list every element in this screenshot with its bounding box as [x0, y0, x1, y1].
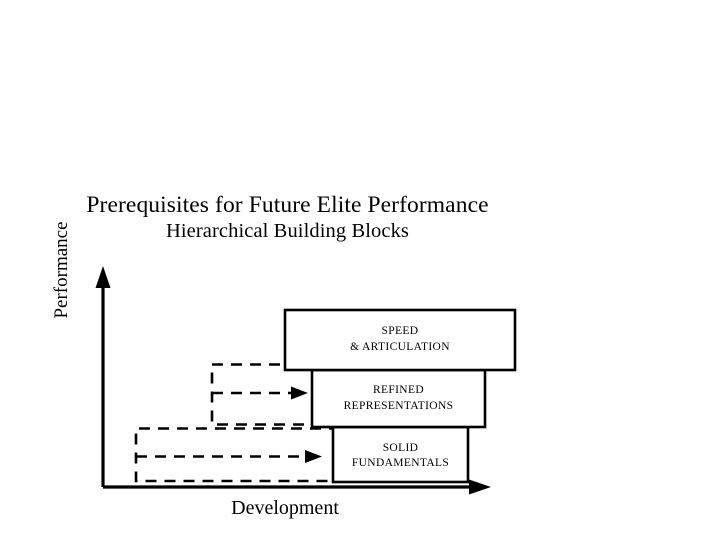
x-axis-label: Development — [231, 497, 339, 519]
block-solid-fundamentals-line-1: SOLID — [383, 442, 419, 454]
block-speed-articulation-line-2: & ARTICULATION — [350, 341, 450, 353]
x-axis — [103, 479, 491, 495]
title-line-secondary: Hierarchical Building Blocks — [165, 220, 410, 242]
up-arrow-icon — [95, 266, 111, 288]
block-refined-representations-box[interactable] — [310, 368, 487, 429]
block-refined-representations-line-2: REPRESENTATIONS — [344, 400, 454, 412]
block-speed-articulation[interactable]: SPEED & ARTICULATION — [283, 308, 517, 372]
block-refined-representations[interactable]: REFINED REPRESENTATIONS — [310, 368, 487, 429]
block-refined-representations-line-1: REFINED — [373, 384, 424, 396]
block-solid-fundamentals-line-2: FUNDAMENTALS — [352, 457, 449, 469]
block-solid-fundamentals[interactable]: SOLID FUNDAMENTALS — [331, 425, 470, 484]
block-speed-articulation-box[interactable] — [283, 308, 517, 372]
feedback-loop-lower — [134, 427, 344, 483]
y-axis — [95, 266, 111, 487]
figure-title: Prerequisites for Future Elite Performan… — [0, 192, 575, 244]
feedback-loop-lower-arrow-icon — [305, 450, 322, 463]
feedback-loop-upper — [210, 363, 320, 426]
feedback-loop-upper-arrow-icon — [291, 386, 308, 400]
feedback-loop-lower-path — [134, 427, 344, 483]
block-solid-fundamentals-box[interactable] — [331, 425, 470, 484]
block-speed-articulation-line-1: SPEED — [382, 325, 419, 337]
feedback-loop-upper-path — [210, 363, 320, 426]
right-arrow-icon — [469, 479, 491, 495]
title-line-primary: Prerequisites for Future Elite Performan… — [86, 192, 489, 218]
